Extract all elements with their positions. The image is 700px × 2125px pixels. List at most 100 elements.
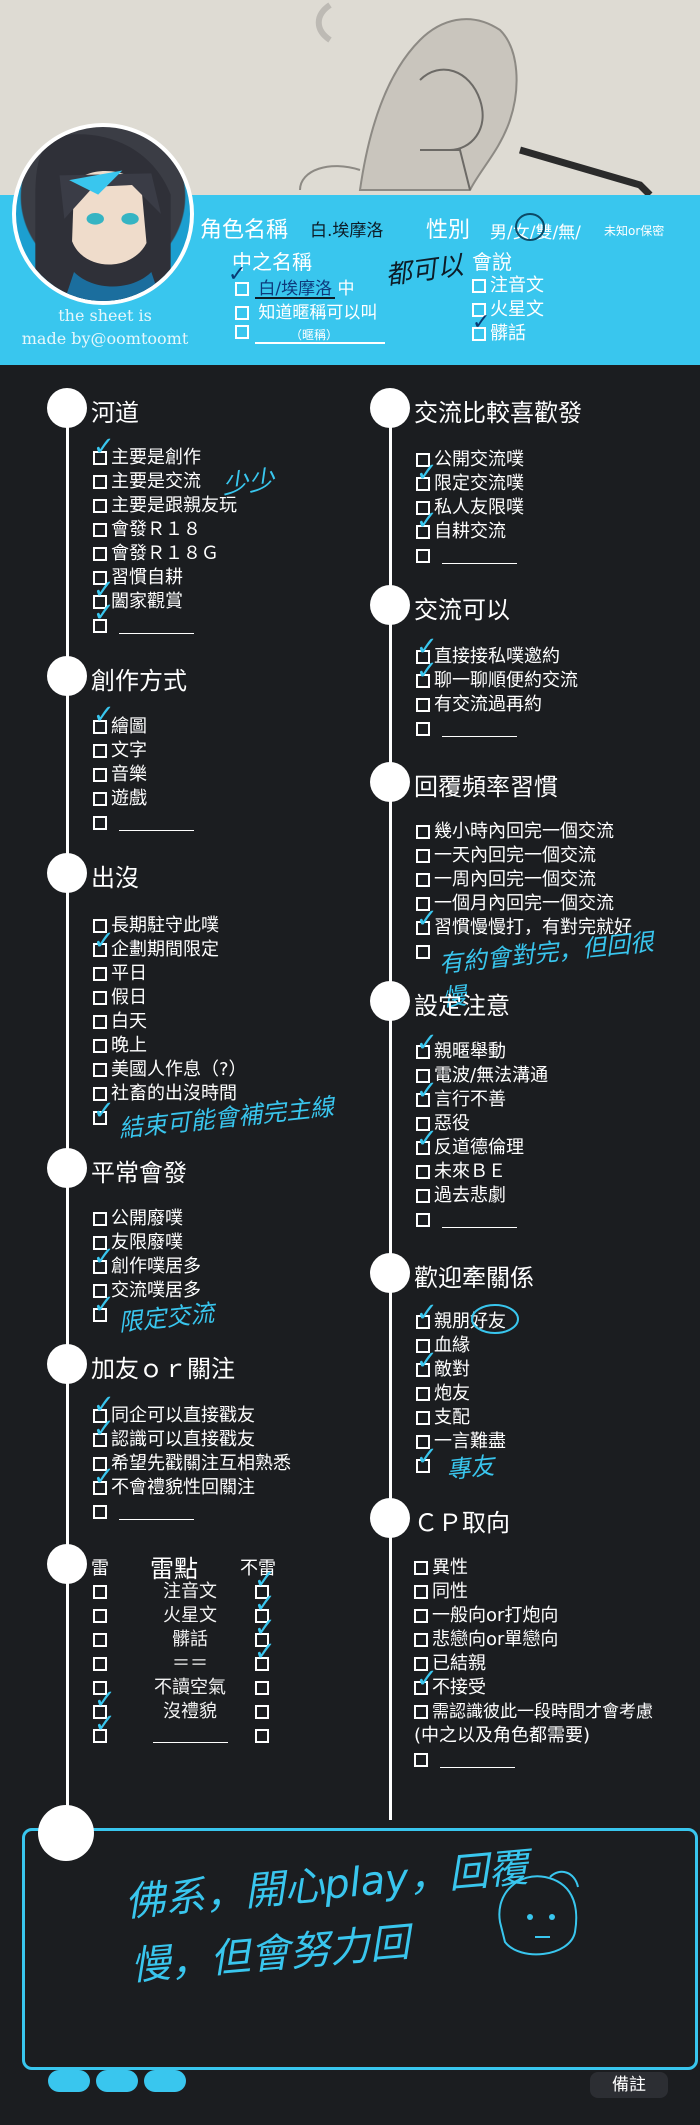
option-checkbox[interactable] <box>93 1212 107 1226</box>
river-option[interactable]: 習慣自耕 <box>93 566 237 590</box>
mine-no-checkbox[interactable] <box>255 1609 269 1623</box>
usual-post-option-blank[interactable] <box>93 1303 201 1327</box>
friend-option[interactable]: 認識可以直接戳友 <box>93 1428 291 1452</box>
option-checkbox[interactable] <box>416 849 430 863</box>
setting-option[interactable]: 親暱舉動 <box>416 1040 548 1064</box>
usual-post-option[interactable]: 公開廢噗 <box>93 1207 201 1231</box>
creation-option-blank[interactable] <box>93 811 194 835</box>
cp-option[interactable]: 需認識彼此一段時間才會考慮 <box>414 1700 653 1724</box>
option-checkbox[interactable] <box>93 499 107 513</box>
setting-option[interactable]: 言行不善 <box>416 1088 548 1112</box>
option-checkbox[interactable] <box>93 919 107 933</box>
option-checkbox[interactable] <box>414 1753 428 1767</box>
option-checkbox[interactable] <box>93 1457 107 1471</box>
appear-option[interactable]: 長期駐守此噗 <box>93 914 247 938</box>
option-checkbox[interactable] <box>416 1189 430 1203</box>
prefer-post-option[interactable]: 限定交流噗 <box>416 472 524 496</box>
option-checkbox[interactable] <box>416 1045 430 1059</box>
option-checkbox[interactable] <box>416 1387 430 1401</box>
mine-yes-checkbox[interactable] <box>93 1705 107 1719</box>
footer-tab[interactable] <box>96 2070 138 2092</box>
cp-option[interactable]: 悲戀向or單戀向 <box>414 1628 653 1652</box>
usual-post-option[interactable]: 交流噗居多 <box>93 1279 201 1303</box>
relation-option[interactable]: 支配 <box>416 1406 506 1430</box>
option-checkbox[interactable] <box>414 1585 428 1599</box>
option-checkbox[interactable] <box>93 571 107 585</box>
option-checkbox[interactable] <box>93 744 107 758</box>
setting-option[interactable]: 惡役 <box>416 1112 548 1136</box>
option-checkbox[interactable] <box>414 1561 428 1575</box>
option-checkbox[interactable] <box>416 1339 430 1353</box>
option-checkbox[interactable] <box>93 619 107 633</box>
mine-no-checkbox[interactable] <box>255 1633 269 1647</box>
reply-option[interactable]: 習慣慢慢打，有對完就好 <box>416 916 632 940</box>
option-checkbox[interactable] <box>416 1093 430 1107</box>
option-checkbox[interactable] <box>416 1069 430 1083</box>
option-checkbox[interactable] <box>414 1609 428 1623</box>
option-checkbox[interactable] <box>416 1363 430 1377</box>
option-checkbox[interactable] <box>414 1633 428 1647</box>
option-checkbox[interactable] <box>93 792 107 806</box>
river-option[interactable]: 主要是創作 <box>93 446 237 470</box>
prefer-post-option-blank[interactable] <box>416 544 524 568</box>
option-checkbox[interactable] <box>93 1481 107 1495</box>
prefer-post-option[interactable]: 自耕交流 <box>416 520 524 544</box>
river-option[interactable]: 闔家觀賞 <box>93 590 237 614</box>
option-checkbox[interactable] <box>93 967 107 981</box>
cp-option[interactable]: 異性 <box>414 1556 653 1580</box>
footer-tab[interactable] <box>48 2070 90 2092</box>
speak-option[interactable]: 火星文 <box>472 298 544 322</box>
setting-option-blank[interactable] <box>416 1208 548 1232</box>
option-checkbox[interactable] <box>416 453 430 467</box>
option-checkbox[interactable] <box>93 1039 107 1053</box>
reply-option[interactable]: 幾小時內回完一個交流 <box>416 820 632 844</box>
option-checkbox[interactable] <box>93 1284 107 1298</box>
prefer-post-option[interactable]: 私人友限噗 <box>416 496 524 520</box>
option-checkbox[interactable] <box>93 768 107 782</box>
river-option-blank[interactable] <box>93 614 237 638</box>
appear-option[interactable]: 企劃期間限定 <box>93 938 247 962</box>
option-checkbox[interactable] <box>416 525 430 539</box>
relation-option[interactable]: 血緣 <box>416 1334 506 1358</box>
option-checkbox[interactable] <box>416 897 430 911</box>
speak-checkbox[interactable] <box>472 303 486 317</box>
cp-option[interactable]: 已結親 <box>414 1652 653 1676</box>
option-checkbox[interactable] <box>93 595 107 609</box>
option-checkbox[interactable] <box>416 921 430 935</box>
usual-post-option[interactable]: 友限廢噗 <box>93 1231 201 1255</box>
relation-option[interactable]: 親朋好友 <box>416 1310 506 1334</box>
mine-no-checkbox[interactable] <box>255 1681 269 1695</box>
option-checkbox[interactable] <box>93 991 107 1005</box>
option-checkbox[interactable] <box>93 1260 107 1274</box>
mine-yes-checkbox[interactable] <box>93 1657 107 1671</box>
option-checkbox[interactable] <box>93 720 107 734</box>
option-checkbox[interactable] <box>93 475 107 489</box>
option-checkbox[interactable] <box>93 1409 107 1423</box>
speak-option[interactable]: 注音文 <box>472 274 544 298</box>
creation-option[interactable]: 文字 <box>93 739 194 763</box>
appear-option[interactable]: 社畜的出沒時間 <box>93 1082 247 1106</box>
reply-option-blank[interactable] <box>416 940 632 964</box>
nickname-checkbox[interactable] <box>235 306 249 320</box>
river-option[interactable]: 主要是交流 <box>93 470 237 494</box>
reply-option[interactable]: 一個月內回完一個交流 <box>416 892 632 916</box>
appear-option[interactable]: 假日 <box>93 986 247 1010</box>
reply-option[interactable]: 一周內回完一個交流 <box>416 868 632 892</box>
appear-option[interactable]: 晚上 <box>93 1034 247 1058</box>
creation-option[interactable]: 遊戲 <box>93 787 194 811</box>
option-checkbox[interactable] <box>93 1505 107 1519</box>
appear-option[interactable]: 美國人作息（?） <box>93 1058 247 1082</box>
option-checkbox[interactable] <box>414 1657 428 1671</box>
speak-checkbox[interactable] <box>472 279 486 293</box>
mine-yes-checkbox[interactable] <box>93 1609 107 1623</box>
cp-option[interactable]: 不接受 <box>414 1676 653 1700</box>
mine-no-checkbox[interactable] <box>255 1585 269 1599</box>
setting-option[interactable]: 反道德倫理 <box>416 1136 548 1160</box>
mine-yes-checkbox[interactable] <box>93 1633 107 1647</box>
interact-ok-option-blank[interactable] <box>416 717 578 741</box>
relation-option[interactable]: 一言難盡 <box>416 1430 506 1454</box>
option-checkbox[interactable] <box>93 1308 107 1322</box>
river-option[interactable]: 主要是跟親友玩 <box>93 494 237 518</box>
mine-no-checkbox[interactable] <box>255 1657 269 1671</box>
relation-option[interactable]: 敵對 <box>416 1358 506 1382</box>
